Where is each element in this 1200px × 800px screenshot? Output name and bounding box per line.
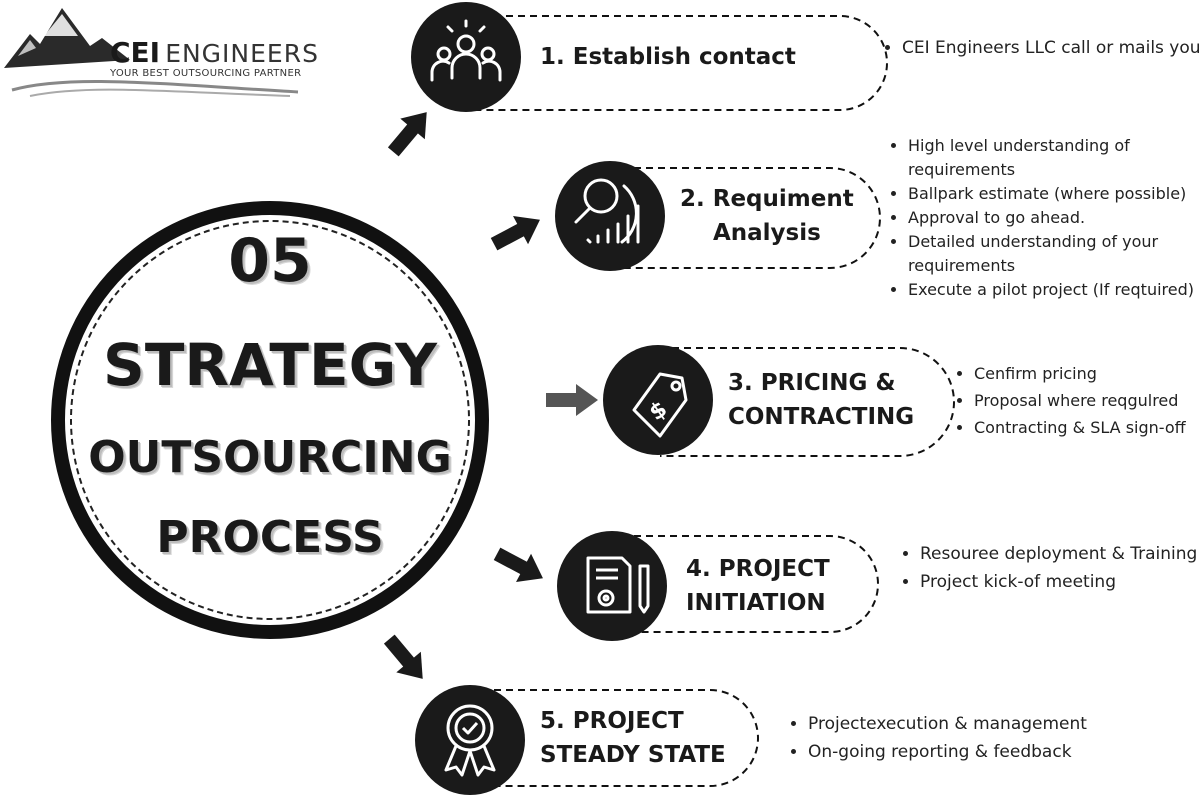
step-3-title: 3. PRICING & CONTRACTING — [728, 370, 915, 430]
step-3-bullet: Cenfirm pricing — [974, 360, 1200, 387]
logo-brand-light: ENGINEERS — [165, 39, 319, 68]
step-2-title: 2. Requiment Analysis — [680, 186, 854, 246]
step-4-icon-circle — [557, 531, 667, 641]
step-2-bullet: Ballpark estimate (where possible) — [908, 182, 1200, 206]
step-1-box — [470, 15, 888, 111]
step-5-bullet: Projectexecution & management — [808, 710, 1200, 738]
step-4-title: 4. PROJECT INITIATION — [686, 556, 830, 616]
center-line-1: STRATEGY — [103, 331, 437, 399]
arrow-1 — [387, 112, 427, 157]
logo-brand-bold: CEI — [110, 36, 161, 69]
analysis-icon — [574, 178, 640, 244]
arrow-5 — [383, 634, 423, 679]
step-2-bullet: Execute a pilot project (If reqtuired) — [908, 278, 1200, 302]
step-1-bullets: CEI Engineers LLC call or mails you — [878, 36, 1200, 60]
arrow-3 — [546, 384, 598, 416]
center-line-3: PROCESS — [156, 512, 384, 563]
center-circle-inner — [70, 220, 470, 620]
center-number: 05 — [228, 226, 312, 296]
step-5-title: 5. PROJECT STEADY STATE — [540, 708, 726, 768]
step-2-bullets: High level understanding of requirements… — [884, 134, 1200, 302]
arrow-2 — [490, 215, 540, 251]
document-gear-icon — [586, 556, 650, 614]
step-5-bullets: Projectexecution & management On-going r… — [784, 710, 1200, 766]
step-5-bullet: On-going reporting & feedback — [808, 738, 1200, 766]
step-2-bullet: Approval to go ahead. — [908, 206, 1200, 230]
team-icon — [430, 19, 502, 82]
step-2-bullet: Detailed understanding of your requireme… — [908, 230, 1200, 278]
logo: CEI ENGINEERS — [110, 36, 319, 69]
arrow-4 — [493, 547, 543, 583]
step-5-box — [470, 689, 759, 787]
center-circle — [51, 201, 489, 639]
center-line-2: OUTSOURCING — [88, 432, 452, 483]
logo-mountain-icon — [4, 8, 299, 97]
step-3-box — [660, 347, 955, 457]
logo-tagline: YOUR BEST OUTSOURCING PARTNER — [110, 68, 302, 79]
step-1-bullet: CEI Engineers LLC call or mails you — [902, 36, 1200, 60]
award-badge-icon — [444, 704, 496, 777]
step-3-icon-circle — [603, 345, 713, 455]
step-3-bullet: Contracting & SLA sign-off — [974, 414, 1200, 441]
step-2-bullet: High level understanding of requirements — [908, 134, 1200, 182]
step-1-icon-circle — [411, 2, 521, 112]
step-1-title: 1. Establish contact — [540, 44, 796, 70]
step-5-icon-circle — [415, 685, 525, 795]
step-4-bullet: Resouree deployment & Training — [920, 540, 1200, 568]
step-4-box — [610, 535, 879, 633]
step-4-bullet: Project kick-of meeting — [920, 568, 1200, 596]
step-3-bullets: Cenfirm pricing Proposal where reqgulred… — [950, 360, 1200, 441]
step-2-icon-circle — [555, 161, 665, 271]
step-3-bullet: Proposal where reqgulred — [974, 387, 1200, 414]
step-4-bullets: Resouree deployment & Training Project k… — [896, 540, 1200, 596]
